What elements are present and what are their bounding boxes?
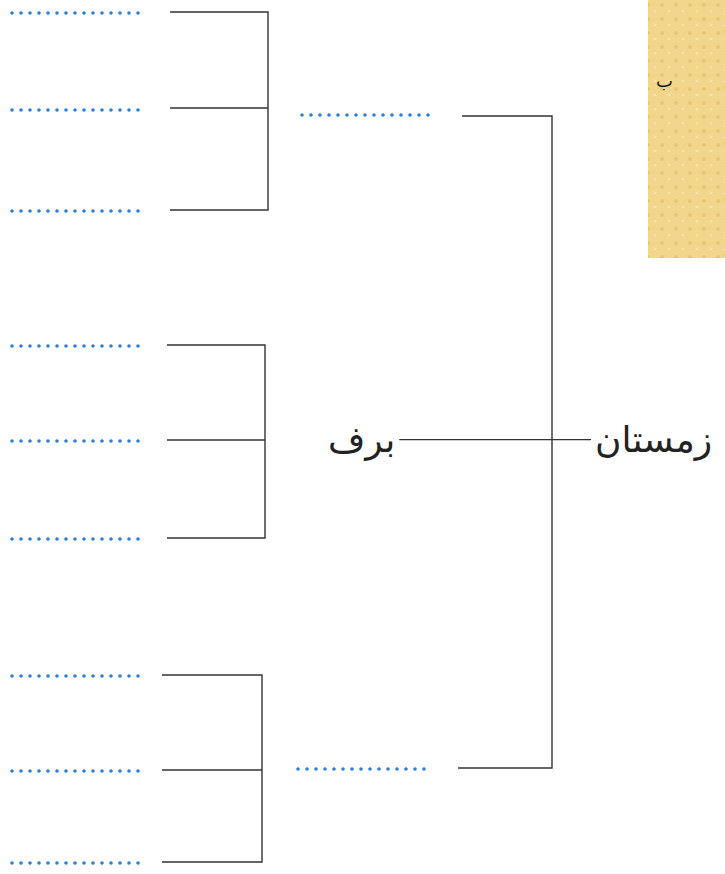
- term-text: برف: [328, 418, 395, 461]
- cropped-picture: [648, 0, 725, 258]
- blank-dots: [12, 13, 430, 863]
- connector-line: [399, 439, 591, 440]
- term-text: زمستان: [595, 418, 712, 461]
- term-node: برف: [322, 414, 401, 465]
- bracket-lines: [162, 12, 552, 862]
- picture-letter: ب: [656, 70, 673, 91]
- term-node: زمستان: [589, 414, 718, 465]
